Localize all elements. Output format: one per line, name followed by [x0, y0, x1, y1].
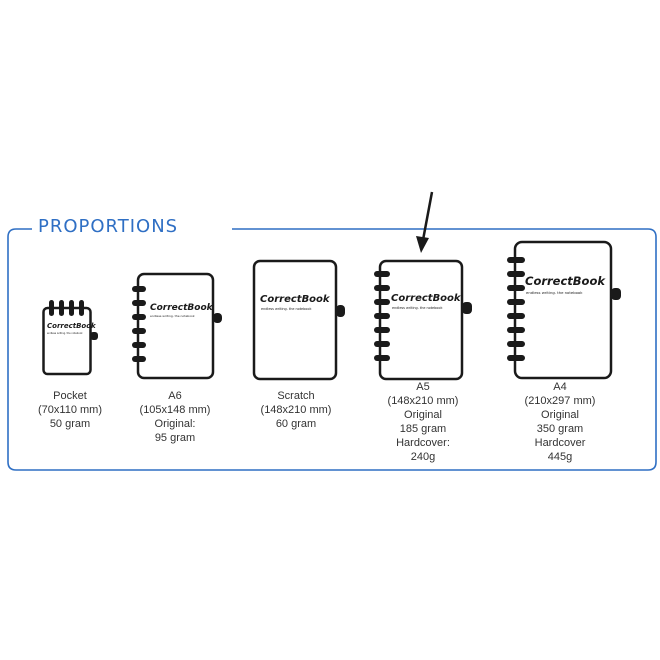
caption-scratch: Scratch (148x210 mm) 60 gram: [236, 389, 356, 431]
caption-line: Original: [404, 409, 442, 421]
caption-pocket: Pocket (70x110 mm) 50 gram: [10, 389, 130, 431]
caption-line: A5: [416, 381, 430, 393]
brand-logo: CorrectBook: [391, 293, 462, 304]
brand-tagline: endless writing. the notebook: [526, 290, 583, 295]
brand-tagline: endless writing. the notebook: [150, 314, 195, 318]
brand-logo: CorrectBook: [47, 322, 97, 330]
caption-line: (70x110 mm): [38, 404, 102, 416]
product-a6: CorrectBook endless writing. the noteboo…: [130, 272, 225, 382]
caption-line: (148x210 mm): [387, 395, 459, 407]
caption-line: 185 gram: [399, 423, 447, 435]
caption-line: Pocket: [53, 390, 87, 402]
scratch-notebook-icon: CorrectBook endless writing. the noteboo…: [252, 259, 345, 381]
section-title: PROPORTIONS: [32, 216, 185, 238]
caption-line: 240g: [410, 451, 436, 463]
product-pocket: CorrectBook endless writing. the noteboo…: [40, 298, 100, 380]
caption-line: Scratch: [277, 390, 315, 402]
pocket-notebook-icon: CorrectBook endless writing. the noteboo…: [42, 300, 98, 376]
caption-line: 95 gram: [154, 432, 196, 444]
caption-a5: A5 (148x210 mm) Original 185 gram Hardco…: [363, 380, 483, 464]
caption-line: (148x210 mm): [260, 404, 332, 416]
caption-line: Hardcover: [534, 437, 586, 449]
caption-line: Original: [541, 409, 579, 421]
brand-tagline: endless writing. the notebook: [261, 307, 311, 311]
caption-a6: A6 (105x148 mm) Original: 95 gram: [115, 389, 235, 445]
caption-line: Original:: [154, 418, 196, 430]
product-a4: CorrectBook endless writing. the noteboo…: [505, 240, 630, 382]
a5-notebook-icon: CorrectBook endless writing. the noteboo…: [374, 259, 472, 381]
caption-line: 350 gram: [536, 423, 584, 435]
caption-line: A4: [553, 381, 567, 393]
brand-logo: CorrectBook: [525, 274, 606, 288]
product-a5: CorrectBook endless writing. the noteboo…: [372, 259, 482, 383]
caption-line: 50 gram: [49, 418, 91, 430]
caption-line: 445g: [547, 451, 573, 463]
a4-notebook-icon: CorrectBook endless writing. the noteboo…: [507, 240, 621, 380]
brand-tagline: endless writing. the notebook: [392, 306, 442, 310]
caption-line: (105x148 mm): [139, 404, 211, 416]
caption-line: A6: [168, 390, 182, 402]
brand-logo: CorrectBook: [260, 294, 331, 305]
product-scratch: CorrectBook endless writing. the noteboo…: [250, 259, 350, 383]
caption-line: Hardcover:: [396, 437, 450, 449]
caption-a4: A4 (210x297 mm) Original 350 gram Hardco…: [500, 380, 620, 464]
brand-tagline: endless writing. the notebook: [47, 332, 83, 335]
caption-line: (210x297 mm): [524, 395, 596, 407]
caption-line: 60 gram: [275, 418, 317, 430]
brand-logo: CorrectBook: [150, 303, 214, 313]
a6-notebook-icon: CorrectBook endless writing. the noteboo…: [132, 272, 222, 380]
